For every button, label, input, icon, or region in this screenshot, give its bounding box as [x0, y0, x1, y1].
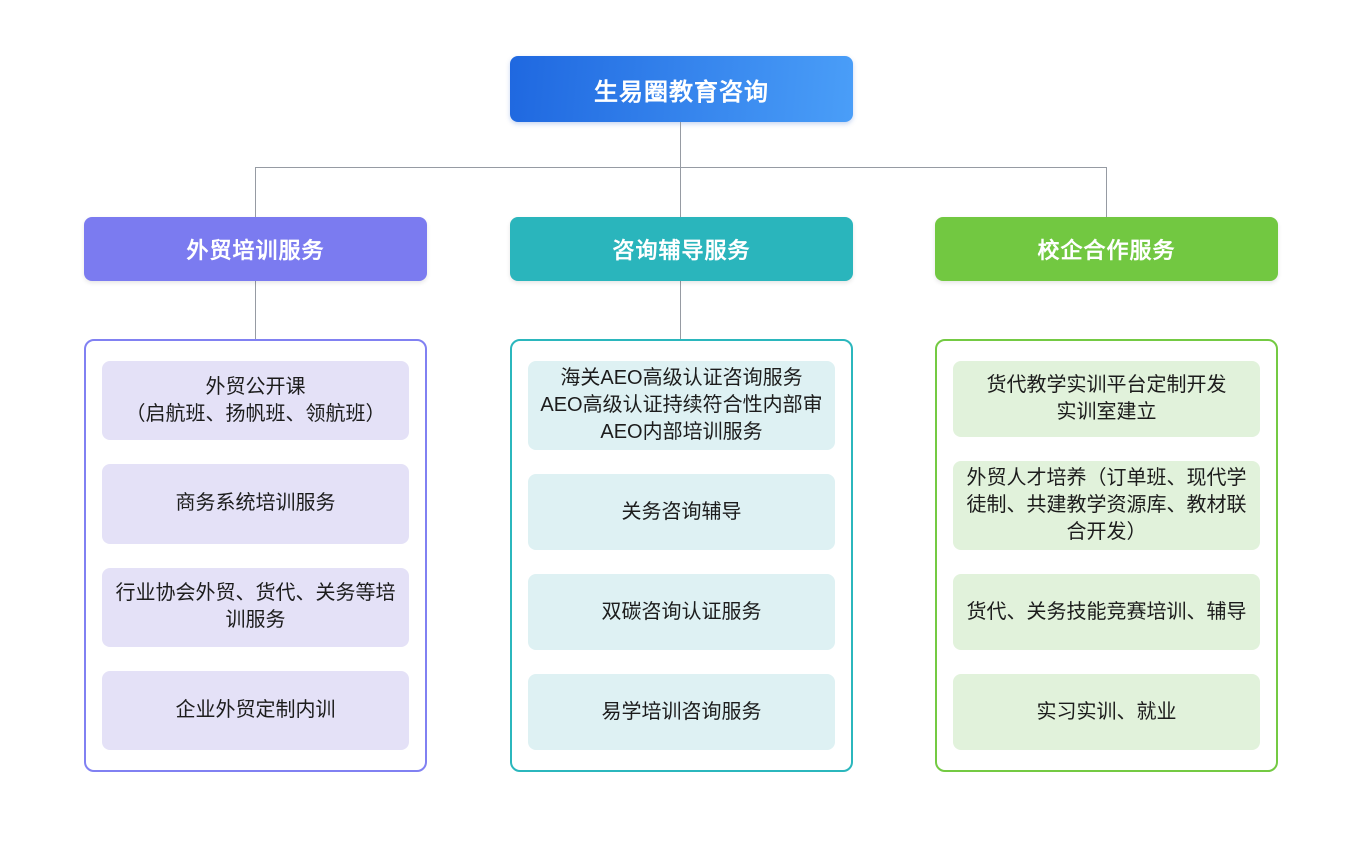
leaf-node: 外贸人才培养（订单班、现代学徒制、共建教学资源库、教材联合开发）: [953, 461, 1260, 550]
branch-container-school-enterprise: 货代教学实训平台定制开发 实训室建立 外贸人才培养（订单班、现代学徒制、共建教学…: [935, 339, 1278, 772]
branch-header-school-enterprise: 校企合作服务: [935, 217, 1278, 281]
leaf-node-label: 外贸公开课 （启航班、扬帆班、领航班）: [125, 375, 386, 425]
leaf-node: 双碳咨询认证服务: [528, 574, 835, 650]
leaf-node: 易学培训咨询服务: [528, 674, 835, 750]
connector-header-box-line-branch-1: [255, 281, 256, 339]
leaf-node-label: 实习实训、就业: [1036, 700, 1177, 723]
leaf-node-label: 企业外贸定制内训: [175, 698, 336, 721]
leaf-node: 货代教学实训平台定制开发 实训室建立: [953, 361, 1260, 437]
leaf-node-label: 海关AEO高级认证咨询服务 AEO高级认证持续符合性内部审 AEO内部培训服务: [540, 367, 823, 443]
leaf-node-label: 关务咨询辅导: [621, 500, 742, 523]
leaf-node-label: 货代、关务技能竞赛培训、辅导: [966, 600, 1247, 623]
branch-header-label: 校企合作服务: [1037, 238, 1176, 263]
leaf-node: 货代、关务技能竞赛培训、辅导: [953, 574, 1260, 650]
leaf-node-label: 外贸人才培养（订单班、现代学徒制、共建教学资源库、教材联合开发）: [966, 467, 1247, 543]
connector-drop-line-branch-2: [680, 167, 681, 217]
leaf-node-label: 易学培训咨询服务: [601, 700, 762, 723]
leaf-node-label: 行业协会外贸、货代、关务等培训服务: [115, 582, 396, 632]
connector-drop-line-branch-3: [1106, 167, 1107, 217]
branch-header-label: 咨询辅导服务: [612, 238, 751, 263]
leaf-node: 关务咨询辅导: [528, 474, 835, 550]
branch-container-consulting: 海关AEO高级认证咨询服务 AEO高级认证持续符合性内部审 AEO内部培训服务 …: [510, 339, 853, 772]
root-node: 生易圈教育咨询: [510, 56, 853, 122]
leaf-node-label: 商务系统培训服务: [175, 492, 336, 515]
leaf-node: 海关AEO高级认证咨询服务 AEO高级认证持续符合性内部审 AEO内部培训服务: [528, 361, 835, 450]
connector-header-box-line-branch-2: [680, 281, 681, 339]
branch-header-consulting: 咨询辅导服务: [510, 217, 853, 281]
branch-header-label: 外贸培训服务: [186, 238, 325, 263]
branch-container-trade-training: 外贸公开课 （启航班、扬帆班、领航班） 商务系统培训服务 行业协会外贸、货代、关…: [84, 339, 427, 772]
leaf-node: 实习实训、就业: [953, 674, 1260, 750]
root-node-label: 生易圈教育咨询: [594, 78, 769, 106]
connector-drop-line-branch-1: [255, 167, 256, 217]
leaf-node: 商务系统培训服务: [102, 464, 409, 544]
branch-header-trade-training: 外贸培训服务: [84, 217, 427, 281]
leaf-node: 行业协会外贸、货代、关务等培训服务: [102, 567, 409, 647]
leaf-node-label: 货代教学实训平台定制开发 实训室建立: [986, 374, 1227, 423]
leaf-node: 外贸公开课 （启航班、扬帆班、领航班）: [102, 361, 409, 441]
connector-root-vertical-line: [680, 122, 681, 167]
leaf-node: 企业外贸定制内训: [102, 670, 409, 750]
leaf-node-label: 双碳咨询认证服务: [601, 600, 762, 623]
